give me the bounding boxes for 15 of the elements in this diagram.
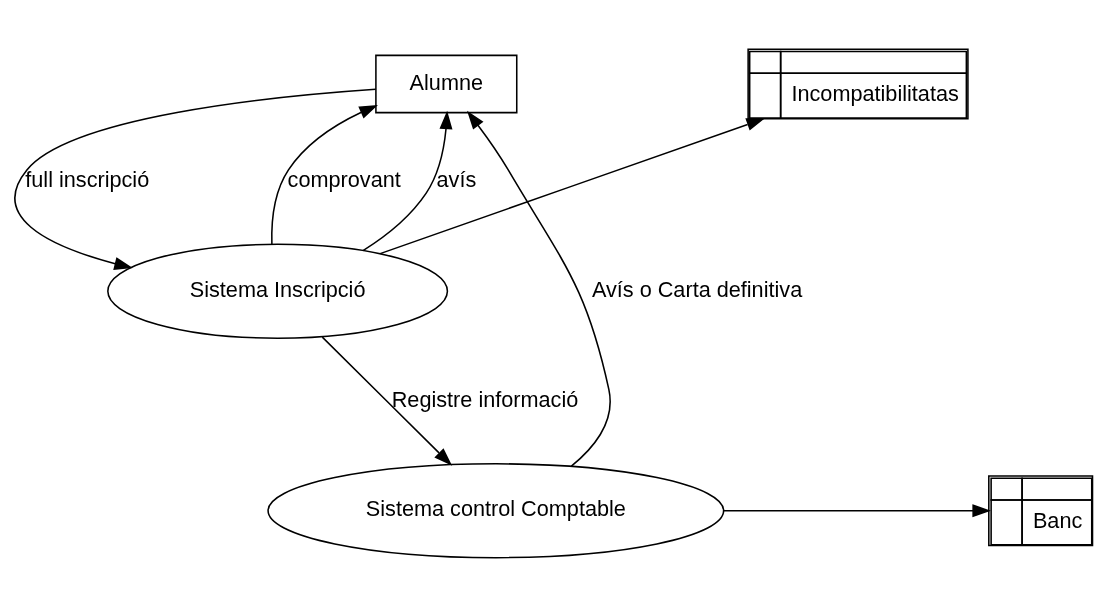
arrow <box>379 118 766 255</box>
arrow <box>321 336 453 466</box>
node-ellipse: Sistema Inscripció <box>107 243 449 339</box>
edge-label: avís <box>436 167 477 193</box>
edge-label: Avís o Carta definitiva <box>591 276 803 302</box>
edge-label: comprovant <box>287 167 401 193</box>
arrow <box>467 110 611 467</box>
arrow <box>14 88 377 270</box>
arrow <box>362 110 453 252</box>
arrow <box>722 504 991 518</box>
arrow <box>271 105 378 245</box>
node-box: Alumne <box>375 54 518 114</box>
edge-label: full inscripció <box>25 167 150 193</box>
node-ellipse: Sistema control Comptable <box>267 463 725 559</box>
edge-label: Registre informació <box>391 386 579 412</box>
